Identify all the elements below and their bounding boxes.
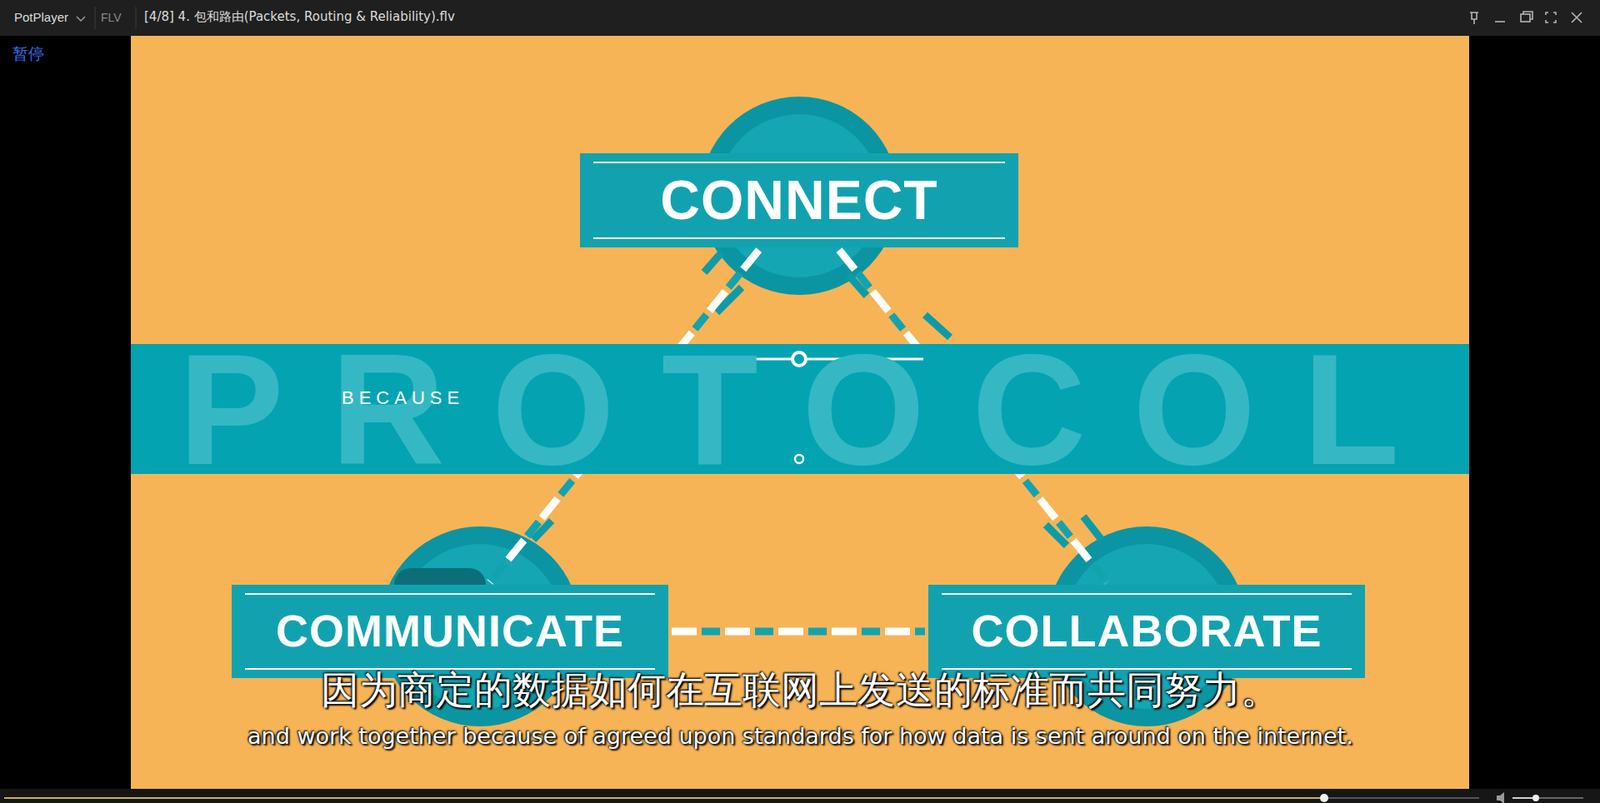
banner-band: PROTOCOLBECAUSE <box>130 344 1470 475</box>
band-caption: BECAUSE <box>341 387 465 410</box>
rule-line <box>941 593 1352 595</box>
rule-line <box>245 593 655 595</box>
minimize-icon <box>1495 20 1505 23</box>
pin-icon <box>1470 12 1479 25</box>
restore-icon <box>1523 11 1533 20</box>
volume-track <box>1512 797 1584 800</box>
separator <box>95 6 96 30</box>
control-bar <box>0 789 1600 803</box>
rule-line <box>593 161 1005 164</box>
subtitle-text: and work together because of agreed upon… <box>247 723 1354 750</box>
ui-text: PotPlayer <box>14 10 69 25</box>
restore-icon <box>1520 14 1530 22</box>
tick-mark <box>925 315 950 338</box>
rule-line <box>593 237 1005 240</box>
video-frame <box>130 35 1470 790</box>
band-ground <box>130 344 1470 475</box>
volume-level <box>1512 797 1536 800</box>
progress-track <box>1324 797 1480 800</box>
box-text: COLLABORATE <box>971 606 1323 656</box>
box-title: COMMUNICATE <box>275 606 625 656</box>
topic-box: COMMUNICATE <box>231 585 669 679</box>
dashed-connector <box>671 631 925 633</box>
box-title: COLLABORATE <box>971 606 1323 656</box>
band-word: PROTOCOL <box>178 344 1446 475</box>
dropdown-chevron <box>76 16 85 21</box>
ui-text: FLV <box>100 10 122 25</box>
tick-mark <box>704 252 722 273</box>
connector-dash <box>671 628 925 636</box>
box-text: CONNECT <box>660 170 938 231</box>
subtitle-text: 因为商定的数据如何在互联网上发送的标准而共同努力。 <box>320 668 1280 713</box>
window-buttons <box>1470 11 1582 25</box>
separator <box>135 6 137 30</box>
title-bar <box>0 0 1600 36</box>
tick-mark <box>1083 516 1102 540</box>
volume-icon <box>1496 792 1505 803</box>
progress-bar <box>4 797 1325 800</box>
close-icon <box>1571 12 1582 23</box>
ui-text: [4/8] 4. 包和路由(Packets, Routing & Reliabi… <box>144 10 455 25</box>
topic-box: CONNECT <box>580 153 1019 248</box>
connector-dash <box>671 628 925 636</box>
box-text: COMMUNICATE <box>275 606 625 656</box>
ui-text: 暂停 <box>12 45 45 64</box>
volume-thumb <box>1532 795 1540 802</box>
topic-box: COLLABORATE <box>928 585 1365 679</box>
fullscreen-icon <box>1545 12 1556 23</box>
box-title: CONNECT <box>660 170 938 231</box>
progress-thumb <box>1320 794 1329 803</box>
